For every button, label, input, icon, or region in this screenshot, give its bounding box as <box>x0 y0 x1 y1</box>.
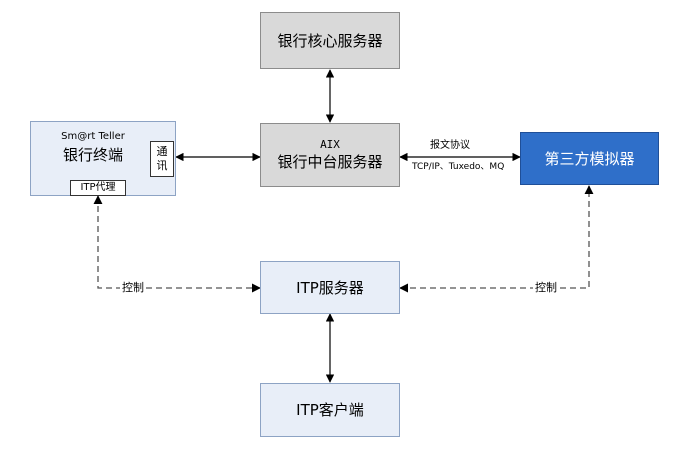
terminal-title: Sm@rt Teller <box>61 131 125 142</box>
middle-server-box: AIX 银行中台服务器 <box>260 123 400 187</box>
protocol-title: 报文协议 <box>430 140 470 151</box>
control-right-dashed <box>399 185 594 293</box>
itp-server-label: ITP服务器 <box>296 278 364 297</box>
protocol-detail: TCP/IP、Tuxedo、MQ <box>412 161 505 173</box>
itp-client-label: ITP客户端 <box>296 401 364 419</box>
simulator-box: 第三方模拟器 <box>520 132 659 185</box>
comm-box: 通 讯 <box>150 141 174 177</box>
simulator-label: 第三方模拟器 <box>544 149 635 168</box>
control-left-label: 控制 <box>120 281 146 294</box>
itp-server-box: ITP服务器 <box>260 261 400 314</box>
core-server-label: 银行核心服务器 <box>277 31 383 50</box>
control-right-label: 控制 <box>533 281 559 294</box>
terminal-label: 银行终端 <box>62 146 123 164</box>
itp-agent-box: ITP代理 <box>70 180 126 196</box>
itp-client-box: ITP客户端 <box>260 383 400 437</box>
middle-server-aix: AIX <box>320 138 340 151</box>
itp-agent-label: ITP代理 <box>80 182 116 193</box>
core-server-box: 银行核心服务器 <box>260 12 400 69</box>
comm-label: 通 讯 <box>156 145 168 172</box>
control-left-dashed <box>93 195 261 293</box>
middle-server-label: 银行中台服务器 <box>277 153 383 171</box>
